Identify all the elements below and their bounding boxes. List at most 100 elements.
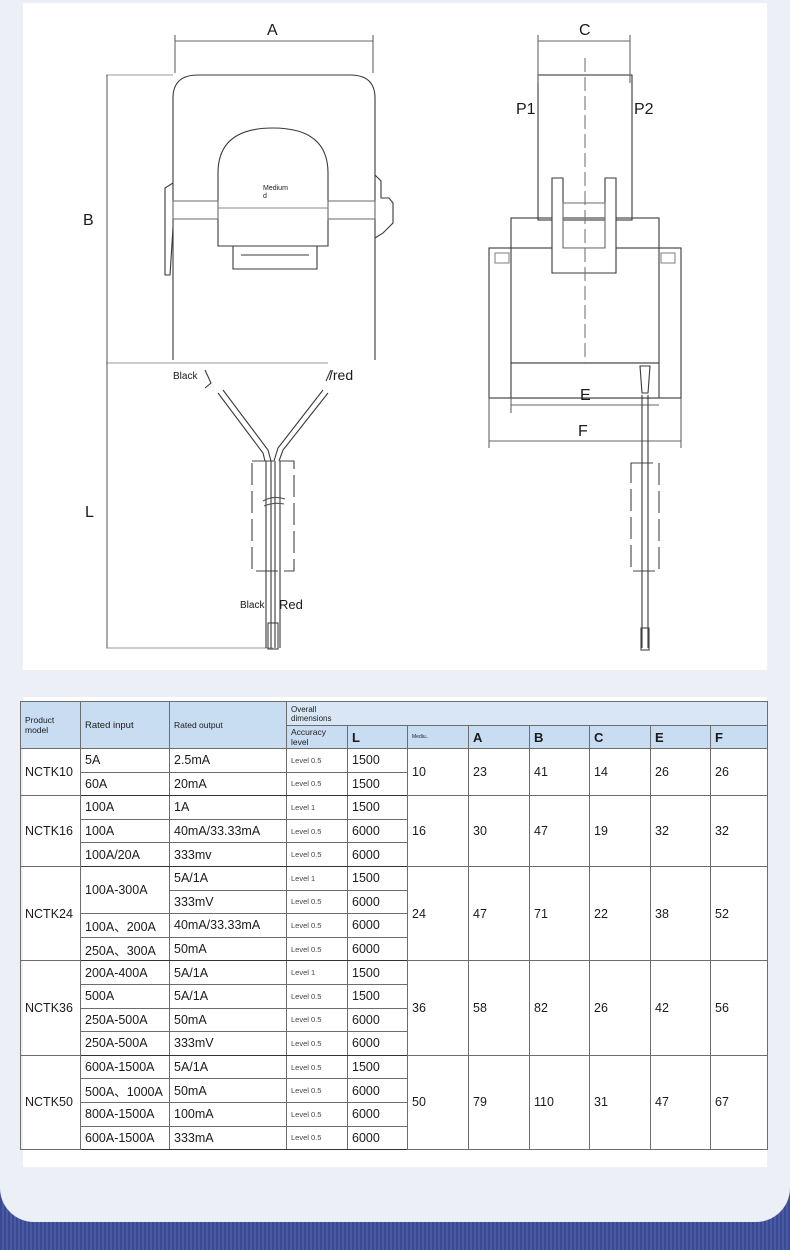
a-cell: 30 [468, 795, 530, 867]
l-cell: 6000 [347, 1101, 408, 1127]
l-cell: 1500 [347, 865, 408, 891]
a-cell: 58 [468, 960, 530, 1056]
header-l: L [347, 725, 408, 749]
rated-output-cell: 20mA [169, 771, 287, 797]
wire-label-red-bottom: Red [279, 597, 303, 612]
dimension-label-l: L [85, 504, 94, 521]
terminal-label-p1: P1 [516, 101, 536, 118]
table-row: 500A 5A/1A Level 0.5 1500 [21, 983, 768, 1009]
rated-input-cell: 100A [80, 795, 170, 820]
header-overall-dimensions-text: Overall dimensions [291, 705, 332, 723]
l-cell: 6000 [347, 842, 408, 867]
table-row: 500A、1000A 50mA Level 0.5 6000 [21, 1078, 768, 1103]
model-cell: NCTK50 [20, 1054, 81, 1151]
header-rated-input: Rated input [80, 701, 170, 749]
table-row: 250A-500A 333mV Level 0.5 6000 [21, 1031, 768, 1056]
dimension-label-c: C [579, 22, 591, 39]
header-rated-output: Rated output [169, 701, 287, 749]
l-cell: 1500 [347, 1054, 408, 1080]
model-cell: NCTK36 [20, 960, 81, 1056]
c-cell: 31 [589, 1054, 651, 1151]
a-cell: 79 [468, 1054, 530, 1151]
rated-input-cell: 250A-500A [80, 1031, 170, 1056]
drawing-svg [106, 35, 682, 651]
table-row: 250A-500A 50mA Level 0.5 6000 [21, 1007, 768, 1033]
e-cell: 26 [650, 747, 711, 797]
rated-input-cell: 200A-400A [80, 960, 170, 985]
inner-window-label: Medium d [263, 185, 288, 200]
rated-output-cell: 1A [169, 795, 287, 820]
l-cell: 1500 [347, 748, 408, 773]
table-row: NCTK50 600A-1500A 5A/1A Level 0.5 1500 5… [20, 1054, 768, 1151]
f-cell: 52 [710, 865, 768, 962]
rated-input-cell: 600A-1500A [80, 1125, 170, 1151]
rated-output-cell: 5A/1A [169, 983, 287, 1009]
l-cell: 1500 [347, 960, 408, 985]
accuracy-level-cell: Level 0.5 [286, 771, 348, 797]
medium-cell: 24 [407, 865, 469, 962]
wire-label-black-bottom: Black [240, 600, 265, 611]
rated-input-cell: 5A [80, 748, 170, 773]
accuracy-level-cell: Level 0.5 [286, 1101, 348, 1127]
accuracy-level-cell: Level 0.5 [286, 1007, 348, 1033]
b-cell: 71 [529, 865, 590, 962]
accuracy-level-cell: Level 0.5 [286, 842, 348, 867]
rated-output-cell: 50mA [169, 936, 287, 962]
accuracy-level-cell: Level 0.5 [286, 1125, 348, 1151]
l-cell: 6000 [347, 889, 408, 915]
rated-output-cell: 50mA [169, 1007, 287, 1033]
l-cell: 1500 [347, 771, 408, 797]
accuracy-level-cell: Level 1 [286, 795, 348, 820]
header-product-model: Product model [20, 701, 81, 749]
medium-cell: 10 [407, 747, 469, 797]
l-cell: 6000 [347, 913, 408, 938]
l-cell: 1500 [347, 795, 408, 820]
rated-input-cell: 100A [80, 818, 170, 844]
accuracy-level-cell: Level 0.5 [286, 818, 348, 844]
rated-input-cell: 600A-1500A [80, 1054, 170, 1080]
spec-table-body: NCTK10 5A 2.5mA Level 0.5 1500 10 23 41 … [20, 747, 768, 1151]
rated-output-cell: 333mv [169, 842, 287, 867]
accuracy-level-cell: Level 0.5 [286, 748, 348, 773]
f-cell: 26 [710, 747, 768, 797]
rated-output-cell: 50mA [169, 1078, 287, 1103]
rated-output-cell: 5A/1A [169, 865, 287, 891]
b-cell: 82 [529, 960, 590, 1056]
rated-input-cell: 800A-1500A [80, 1101, 170, 1127]
c-cell: 26 [589, 960, 651, 1056]
rated-output-cell: 40mA/33.33mA [169, 913, 287, 938]
rated-input-cell: 100A-300A [80, 865, 170, 915]
rated-input-cell: 100A、200A [80, 913, 170, 938]
l-cell: 6000 [347, 1125, 408, 1151]
f-cell: 32 [710, 795, 768, 867]
accuracy-level-cell: Level 0.5 [286, 889, 348, 915]
accuracy-level-cell: Level 1 [286, 960, 348, 985]
b-cell: 47 [529, 795, 590, 867]
a-cell: 47 [468, 865, 530, 962]
accuracy-level-cell: Level 0.5 [286, 1078, 348, 1103]
e-cell: 42 [650, 960, 711, 1056]
model-cell: NCTK10 [20, 747, 81, 797]
table-row: NCTK24 100A-300A 5A/1A Level 1 1500 24 4… [20, 865, 768, 962]
rated-input-cell: 250A-500A [80, 1007, 170, 1033]
wire-label-red-top: /red [329, 367, 354, 383]
l-cell: 6000 [347, 1078, 408, 1103]
accuracy-level-cell: Level 0.5 [286, 983, 348, 1009]
header-f: F [710, 725, 768, 749]
header-e: E [650, 725, 711, 749]
accuracy-level-cell: Level 0.5 [286, 1031, 348, 1056]
dimension-label-a: A [267, 22, 278, 39]
e-cell: 47 [650, 1054, 711, 1151]
c-cell: 14 [589, 747, 651, 797]
c-cell: 22 [589, 865, 651, 962]
rated-output-cell: 100mA [169, 1101, 287, 1127]
b-cell: 41 [529, 747, 590, 797]
table-row: NCTK16 100A 1A Level 1 1500 16 30 47 19 … [20, 795, 768, 867]
spec-table: Product model Rated input Rated output O… [20, 701, 768, 1151]
rated-output-cell: 333mV [169, 1031, 287, 1056]
rated-output-cell: 5A/1A [169, 960, 287, 985]
dimension-label-e: E [580, 387, 591, 404]
b-cell: 110 [529, 1054, 590, 1151]
medium-cell: 36 [407, 960, 469, 1056]
l-cell: 6000 [347, 1007, 408, 1033]
